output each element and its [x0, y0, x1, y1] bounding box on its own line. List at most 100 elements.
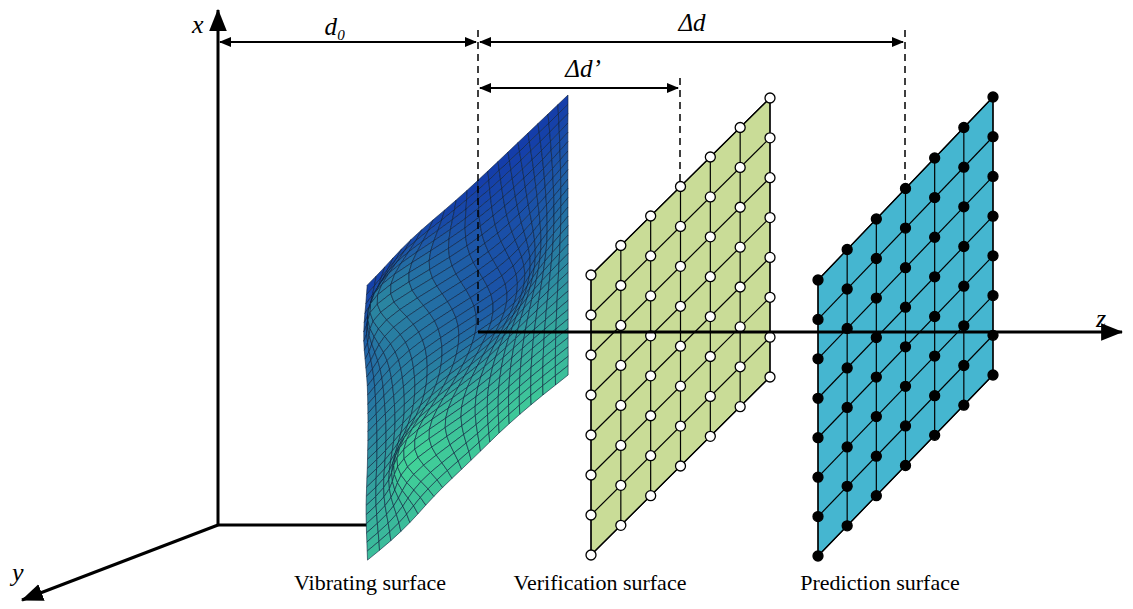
measurement-point — [586, 510, 596, 520]
measurement-point — [735, 123, 745, 133]
measurement-point — [930, 272, 940, 282]
mesh-cell — [489, 424, 499, 442]
measurement-point — [765, 213, 775, 223]
measurement-point — [705, 152, 715, 162]
measurement-point — [988, 251, 998, 261]
measurement-point — [959, 162, 969, 172]
measurement-point — [676, 341, 686, 351]
measurement-point — [676, 261, 686, 271]
measurement-point — [765, 332, 775, 342]
measurement-point — [765, 252, 775, 262]
measurement-point — [959, 400, 969, 410]
measurement-point — [765, 292, 775, 302]
measurement-point — [735, 282, 745, 292]
measurement-point — [871, 412, 881, 422]
measurement-point — [871, 491, 881, 501]
mesh-cell — [519, 395, 531, 414]
measurement-point — [842, 245, 852, 255]
measurement-point — [586, 390, 596, 400]
measurement-point — [646, 491, 656, 501]
measurement-point — [616, 440, 626, 450]
measurement-point — [705, 312, 715, 322]
measurement-point — [705, 192, 715, 202]
measurement-point — [646, 371, 656, 381]
surface-caption: Prediction surface — [800, 572, 959, 594]
measurement-point — [586, 470, 596, 480]
measurement-point — [646, 251, 656, 261]
grid-line — [818, 216, 993, 398]
measurement-point — [842, 284, 852, 294]
measurement-point — [735, 362, 745, 372]
measurement-point — [988, 132, 998, 142]
mesh-cell — [509, 405, 520, 424]
mesh-cell — [379, 532, 391, 550]
measurement-point — [959, 361, 969, 371]
measurement-point — [901, 461, 911, 471]
measurement-point — [959, 123, 969, 133]
grid-line — [591, 178, 770, 355]
measurement-point — [813, 472, 823, 482]
measurement-point — [646, 411, 656, 421]
dimension-label: Δd’ — [565, 56, 601, 81]
grid-line — [591, 218, 770, 395]
mesh-cell — [555, 366, 568, 385]
measurement-point — [586, 550, 596, 560]
measurement-point — [871, 451, 881, 461]
measurement-point — [871, 254, 881, 264]
measurement-point — [813, 314, 823, 324]
measurement-point — [988, 171, 998, 181]
x-axis — [217, 10, 220, 525]
dashed-guide — [679, 78, 681, 186]
measurement-point — [842, 402, 852, 412]
measurement-point — [988, 370, 998, 380]
mesh-cell — [479, 433, 490, 451]
measurement-point — [735, 322, 745, 332]
measurement-point — [901, 302, 911, 312]
measurement-point — [616, 241, 626, 251]
mesh-cell — [543, 376, 556, 395]
grid-line — [818, 97, 993, 280]
surface-caption: Vibrating surface — [294, 572, 446, 594]
measurement-point — [959, 281, 969, 291]
measurement-point — [705, 391, 715, 401]
mesh-cell — [469, 442, 481, 460]
measurement-point — [930, 193, 940, 203]
dashed-guide — [904, 30, 906, 180]
measurement-point — [813, 512, 823, 522]
measurement-point — [676, 182, 686, 192]
measurement-point — [842, 363, 852, 373]
measurement-point — [646, 451, 656, 461]
measurement-point — [871, 333, 881, 343]
measurement-point — [871, 214, 881, 224]
dimension-label: d₀ — [324, 14, 345, 39]
grid-line — [591, 98, 770, 275]
grid-line — [591, 377, 770, 555]
dimension-line — [220, 41, 476, 43]
measurement-point — [813, 275, 823, 285]
measurement-point — [959, 321, 969, 331]
measurement-point — [930, 232, 940, 242]
axis-label: z — [1096, 306, 1106, 332]
measurement-point — [901, 223, 911, 233]
grid-line — [818, 335, 993, 516]
vibrating-surface — [364, 95, 568, 560]
mesh-cell — [367, 541, 379, 560]
measurement-point — [765, 93, 775, 103]
dimension-label: Δd — [678, 10, 705, 35]
y-axis — [22, 525, 218, 600]
measurement-point — [959, 242, 969, 252]
measurement-point — [930, 153, 940, 163]
dashed-guide — [477, 30, 479, 330]
dimension-line — [480, 41, 903, 43]
measurement-point — [616, 360, 626, 370]
measurement-point — [930, 430, 940, 440]
measurement-point — [586, 430, 596, 440]
axis-label: x — [192, 12, 204, 38]
measurement-point — [988, 211, 998, 221]
measurement-point — [813, 551, 823, 561]
axis-label: y — [12, 560, 24, 586]
measurement-point — [765, 372, 775, 382]
measurement-point — [616, 320, 626, 330]
